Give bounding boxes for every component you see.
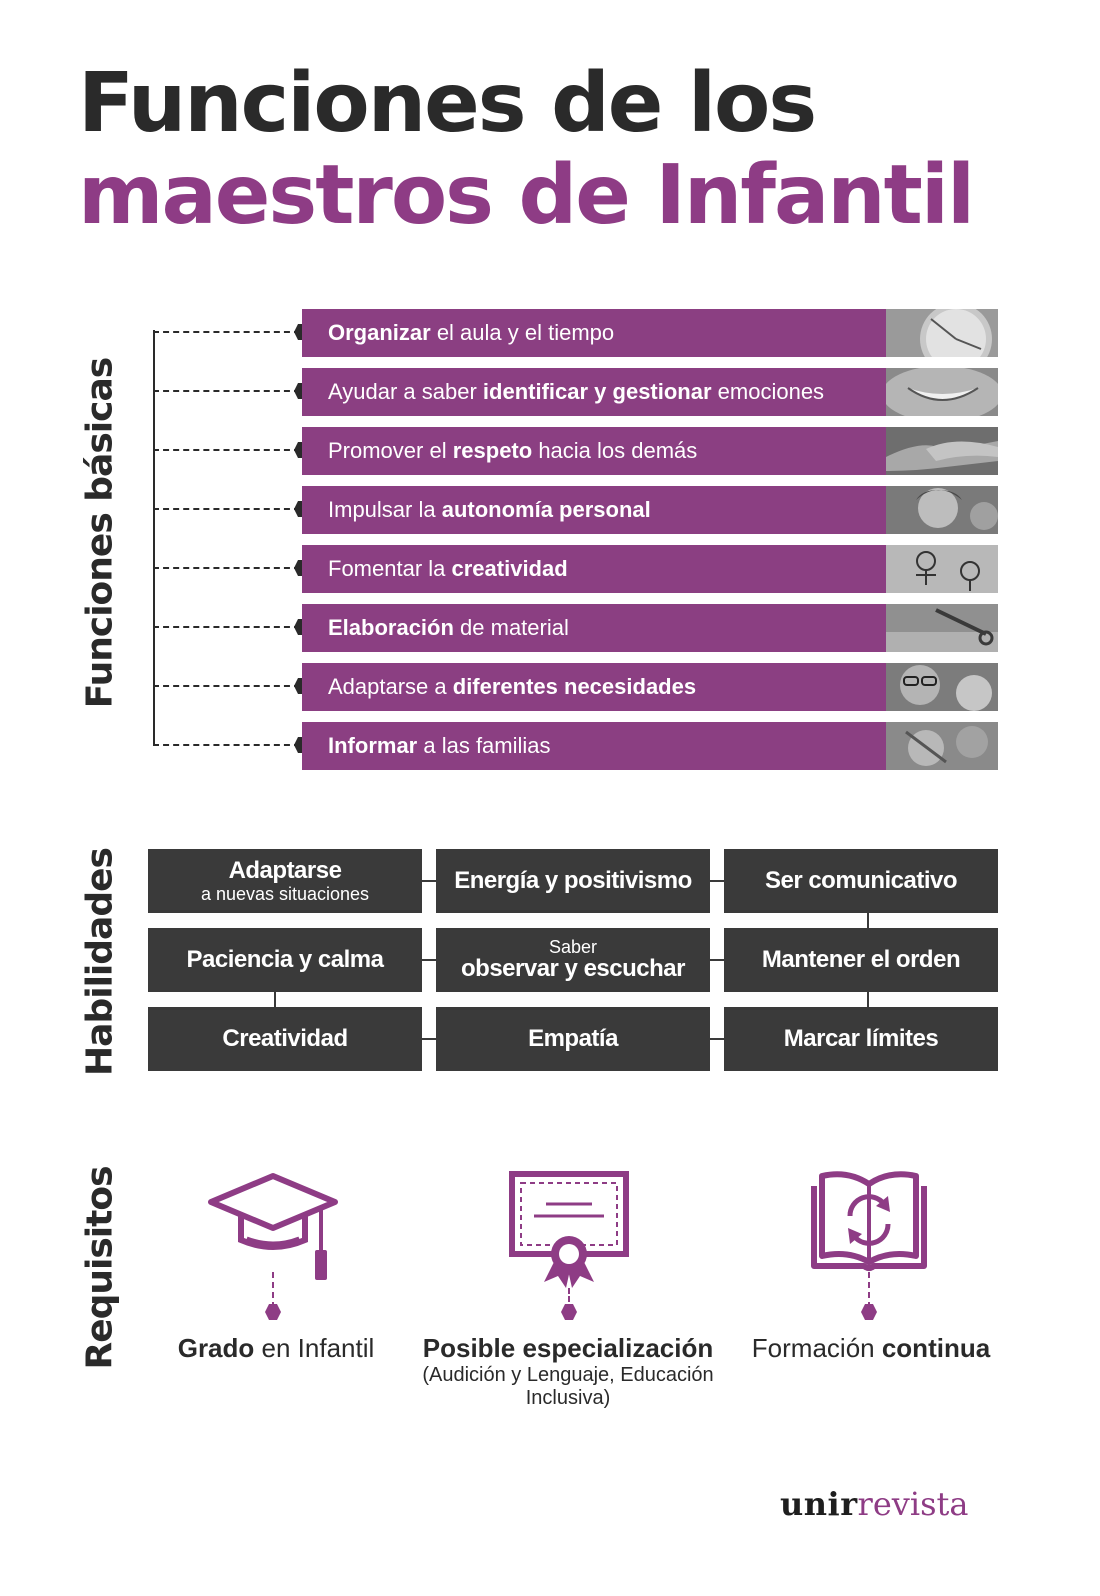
connector: [710, 1038, 724, 1040]
connector-line: [153, 449, 300, 451]
requisito-especializacion: Posible especialización (Audición y Leng…: [422, 1333, 714, 1409]
connector: [710, 959, 724, 961]
funcion-row: Fomentar la creatividad: [153, 545, 998, 593]
drawing-photo: [886, 545, 998, 593]
connector-line: [153, 744, 300, 746]
habilidad-limites: Marcar límites: [724, 1007, 998, 1071]
connector: [867, 913, 869, 928]
habilidad-energia: Energía y positivismo: [436, 849, 710, 913]
connector: [274, 992, 276, 1007]
graduation-cap-icon: [207, 1170, 339, 1282]
connector: [422, 1038, 436, 1040]
funcion-label: Promover el respeto hacia los demás: [302, 427, 886, 475]
funcion-label: Informar a las familias: [302, 722, 886, 770]
connector: [422, 959, 436, 961]
funcion-label: Elaboración de material: [302, 604, 886, 652]
funcion-label: Ayudar a saber identificar y gestionar e…: [302, 368, 886, 416]
funcion-row: Organizar el aula y el tiempo: [153, 309, 998, 357]
habilidad-adaptarse: Adaptarse a nuevas situaciones: [148, 849, 422, 913]
connector-line: [868, 1272, 870, 1308]
title-line-2: maestros de Infantil: [78, 148, 975, 243]
habilidad-orden: Mantener el orden: [724, 928, 998, 992]
habilidad-observar: Saber observar y escuchar: [436, 928, 710, 992]
connector-line: [153, 508, 300, 510]
page-title: Funciones de los maestros de Infantil: [78, 56, 975, 243]
habilidad-creatividad: Creatividad: [148, 1007, 422, 1071]
connector-line: [568, 1288, 570, 1310]
connector-line: [272, 1272, 274, 1308]
habilidades-grid: Adaptarse a nuevas situaciones Energía y…: [148, 849, 998, 1073]
habilidad-comunicativo: Ser comunicativo: [724, 849, 998, 913]
funcion-row: Impulsar la autonomía personal: [153, 486, 998, 534]
connector-line: [153, 626, 300, 628]
scissors-photo: [886, 604, 998, 652]
connector-line: [153, 567, 300, 569]
connector-dot: [265, 1304, 281, 1320]
connector: [422, 880, 436, 882]
funcion-label: Fomentar la creatividad: [302, 545, 886, 593]
connector-dot: [861, 1304, 877, 1320]
connector-line: [153, 685, 300, 687]
funciones-bracket: [153, 330, 155, 746]
funcion-row: Ayudar a saber identificar y gestionar e…: [153, 368, 998, 416]
funcion-row: Adaptarse a diferentes necesidades: [153, 663, 998, 711]
funcion-row: Informar a las familias: [153, 722, 998, 770]
clock-photo: [886, 309, 998, 357]
certificate-icon: [508, 1170, 630, 1290]
habilidad-paciencia: Paciencia y calma: [148, 928, 422, 992]
family-photo: [886, 722, 998, 770]
funcion-row: Elaboración de material: [153, 604, 998, 652]
funcion-label: Impulsar la autonomía personal: [302, 486, 886, 534]
title-line-1: Funciones de los: [78, 56, 817, 151]
connector-line: [153, 390, 300, 392]
connector: [867, 992, 869, 1007]
requisito-grado: Grado en Infantil: [177, 1333, 375, 1363]
connector-dot: [561, 1304, 577, 1320]
connector-line: [153, 331, 300, 333]
funcion-label: Adaptarse a diferentes necesidades: [302, 663, 886, 711]
funcion-row: Promover el respeto hacia los demás: [153, 427, 998, 475]
book-icon: [808, 1168, 930, 1272]
connector: [710, 880, 724, 882]
funcion-label: Organizar el aula y el tiempo: [302, 309, 886, 357]
glasses-photo: [886, 663, 998, 711]
smile-photo: [886, 368, 998, 416]
habilidad-empatia: Empatía: [436, 1007, 710, 1071]
handshake-photo: [886, 427, 998, 475]
requisito-formacion: Formación continua: [751, 1333, 991, 1363]
teacher-photo: [886, 486, 998, 534]
unir-revista-logo: unirrevista: [780, 1485, 969, 1523]
